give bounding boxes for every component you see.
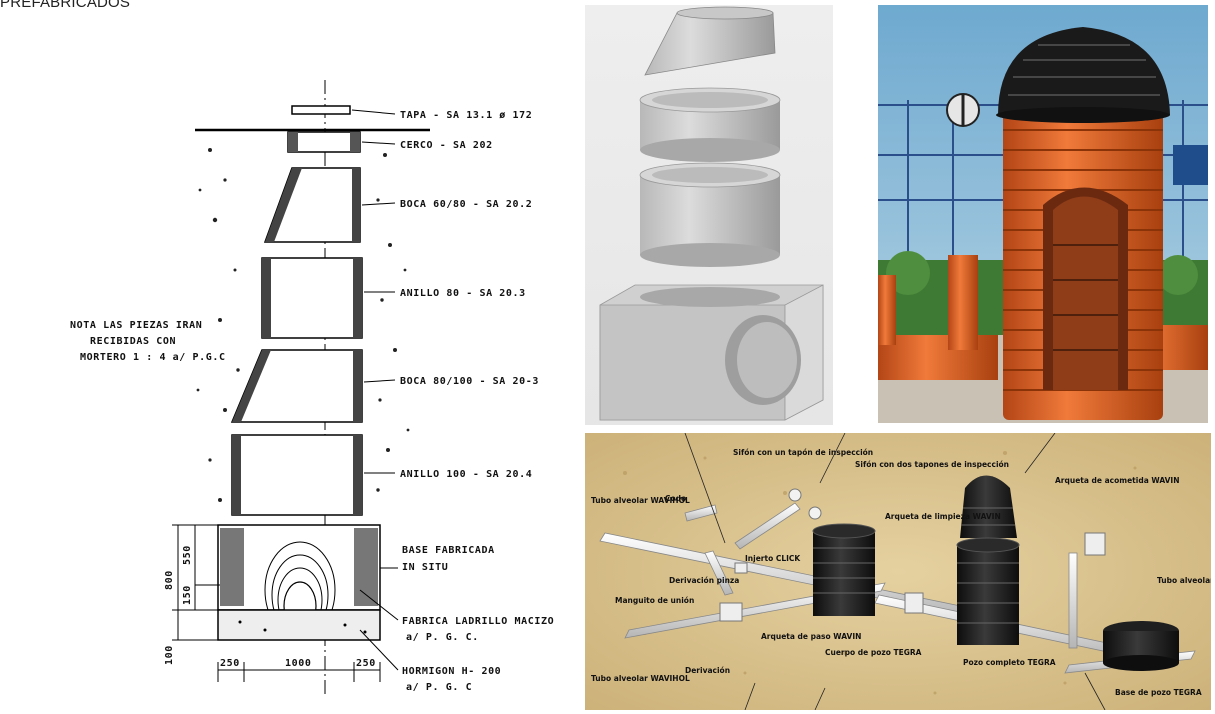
corrugated-manhole-photo [878, 5, 1208, 423]
label-tapa: TAPA - SA 13.1 ø 172 [400, 110, 532, 121]
tapa-piece [291, 105, 351, 115]
anillo-80-piece [261, 257, 363, 339]
manhole-section-drawing: 800 550 150 100 250 1000 250 TAPA - SA 1… [60, 70, 580, 710]
note-line-2: RECIBIDAS CON [90, 336, 176, 347]
dim-base: 100 [164, 645, 175, 665]
label-anillo-80: ANILLO 80 - SA 20.3 [400, 288, 526, 299]
label-codo: Codo [665, 494, 686, 503]
page-title: PREFABRICADOS [0, 0, 131, 11]
label-tubo-alveolar-2: Tubo alveolar WAVIHOL [591, 674, 690, 683]
dim-upper: 550 [182, 545, 193, 565]
dim-mid: 1000 [285, 658, 311, 669]
label-derivacion: Derivación [685, 666, 730, 675]
label-fabrica-ladrillo: FABRICA LADRILLO MACIZO [402, 616, 554, 627]
precast-pieces-render [585, 5, 833, 425]
dim-left: 250 [220, 658, 240, 669]
label-in-situ: IN SITU [402, 562, 448, 573]
label-derivacion-pinza: Derivación pinza [669, 576, 739, 585]
label-injerto: Injerto CLICK [745, 554, 801, 563]
label-manguito: Manguito de unión [615, 596, 694, 605]
label-cuerpo-pozo: Cuerpo de pozo TEGRA [825, 648, 922, 657]
dim-total: 800 [164, 570, 175, 590]
label-fabrica-pgc: a/ P. G. C. [406, 632, 479, 643]
note-line-1: NOTA LAS PIEZAS IRAN [70, 320, 202, 331]
label-boca-60-80: BOCA 60/80 - SA 20.2 [400, 199, 532, 210]
label-sifon-dos: Sifón con dos tapones de inspección [855, 460, 1009, 469]
anillo-100-piece [231, 434, 363, 516]
label-arqueta-limpieza: Arqueta de limpieza WAVIN [885, 512, 1001, 521]
label-hormigon-pgc: a/ P. G. C [406, 682, 472, 693]
label-hormigon: HORMIGON H- 200 [402, 666, 501, 677]
label-base-pozo: Base de pozo TEGRA [1115, 688, 1202, 697]
label-sifon-uno: Sifón con un tapón de inspección [733, 448, 873, 457]
dim-right: 250 [356, 658, 376, 669]
dim-lower: 150 [182, 585, 193, 605]
label-tubo-alveolar-3: Tubo alveolar WAVIHOL [1157, 576, 1211, 585]
label-boca-80-100: BOCA 80/100 - SA 20-3 [400, 376, 539, 387]
label-cerco: CERCO - SA 202 [400, 140, 493, 151]
note-line-3: MORTERO 1 : 4 a/ P.G.C [80, 352, 226, 363]
label-base-fabricada: BASE FABRICADA [402, 545, 495, 556]
label-arqueta-paso: Arqueta de paso WAVIN [761, 632, 861, 641]
label-pozo-completo: Pozo completo TEGRA [963, 658, 1056, 667]
drainage-system-illustration: Sifón con un tapón de inspección Sifón c… [585, 433, 1211, 710]
label-arqueta-acometida: Arqueta de acometida WAVIN [1055, 476, 1179, 485]
label-tubo-alveolar-1: Tubo alveolar WAVIHOL [591, 496, 690, 505]
label-anillo-100: ANILLO 100 - SA 20.4 [400, 469, 532, 480]
